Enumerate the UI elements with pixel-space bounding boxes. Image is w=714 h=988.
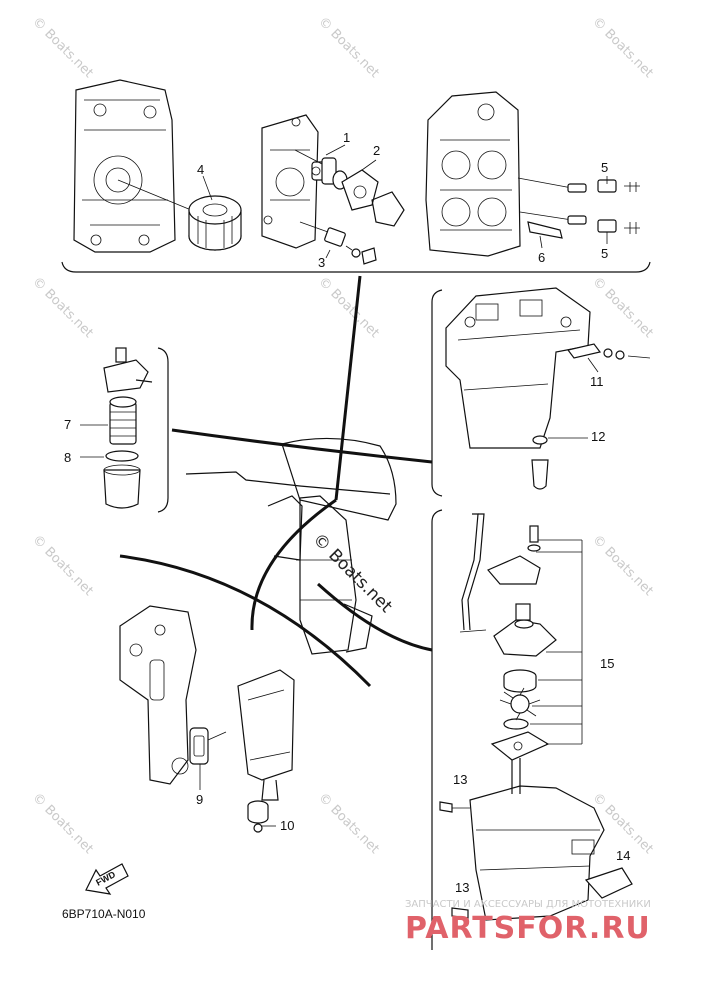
callouts: 1 2 3 4 5 5 6 7 8 9 10 11 12 13 13 14 15 bbox=[64, 130, 630, 895]
thermostat bbox=[311, 157, 337, 185]
watermark: © Boats.net bbox=[29, 14, 96, 81]
separator-curve bbox=[316, 582, 433, 652]
callout-13-upper: 13 bbox=[453, 772, 467, 787]
watermark: © Boats.net bbox=[315, 14, 382, 81]
callout-12: 12 bbox=[591, 429, 605, 444]
callout-5-lower: 5 bbox=[601, 246, 608, 261]
separator-curve bbox=[171, 428, 433, 464]
outboard-silhouette bbox=[185, 275, 397, 655]
watermark: © Boats.net bbox=[589, 14, 656, 81]
shop-caption: ЗАПЧАСТИ И АКСЕССУАРЫ ДЛЯ МОТОТЕХНИКИ bbox=[405, 899, 651, 910]
fuel-filter-panel bbox=[80, 347, 169, 513]
watermark: © Boats.net bbox=[589, 790, 656, 857]
callout-3: 3 bbox=[318, 255, 325, 270]
watermark: © Boats.net bbox=[315, 790, 382, 857]
callout-11: 11 bbox=[590, 374, 604, 389]
top-panel bbox=[61, 79, 651, 273]
callout-4: 4 bbox=[197, 162, 204, 177]
callout-7: 7 bbox=[64, 417, 71, 432]
callout-2: 2 bbox=[373, 143, 380, 158]
fuel-filter-element bbox=[109, 396, 137, 445]
callout-13-lower: 13 bbox=[455, 880, 469, 895]
callout-14: 14 bbox=[616, 848, 630, 863]
callout-5-upper: 5 bbox=[601, 160, 608, 175]
watermark: © Boats.net bbox=[589, 274, 656, 341]
separator-curve bbox=[119, 554, 372, 688]
watermark: © Boats.net bbox=[589, 532, 656, 599]
callout-15: 15 bbox=[600, 656, 614, 671]
fwd-arrow-icon: FWD bbox=[85, 863, 129, 895]
impeller bbox=[499, 687, 541, 721]
callout-1: 1 bbox=[343, 130, 350, 145]
watermark: © Boats.net bbox=[29, 532, 96, 599]
callout-9: 9 bbox=[196, 792, 203, 807]
callout-8: 8 bbox=[64, 450, 71, 465]
center-watermark: © Boats.net bbox=[308, 529, 396, 617]
oil-filter bbox=[188, 195, 242, 251]
callout-10: 10 bbox=[280, 818, 294, 833]
callout-6: 6 bbox=[538, 250, 545, 265]
shop-brand-logo: PARTSFOR.RU bbox=[405, 911, 651, 946]
water-pump-panel bbox=[431, 509, 633, 950]
watermark: © Boats.net bbox=[29, 274, 96, 341]
separator-curve bbox=[250, 498, 337, 631]
exhaust-guide-panel bbox=[431, 287, 651, 497]
bracket-panel bbox=[119, 605, 295, 833]
drawing-code: 6BP710A-N010 bbox=[62, 907, 146, 921]
watermark: © Boats.net bbox=[29, 790, 96, 857]
watermark: © Boats.net bbox=[315, 274, 382, 341]
